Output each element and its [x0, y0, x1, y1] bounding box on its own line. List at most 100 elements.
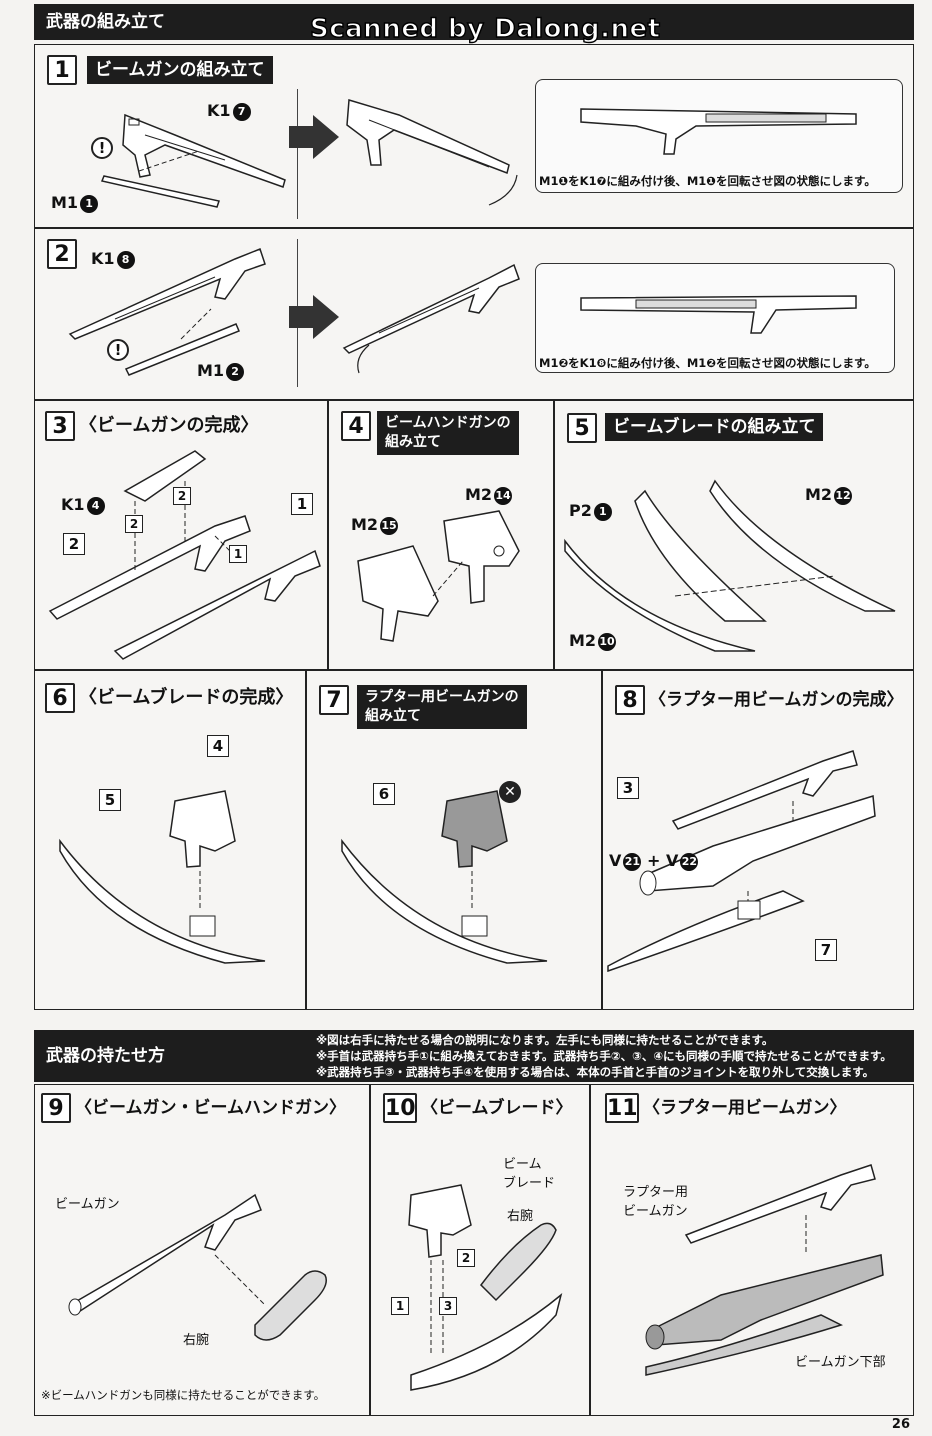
step6-panel: 6 〈ビームブレードの完成〉 4 5 — [34, 670, 306, 1010]
arrow-right-icon — [289, 295, 339, 339]
beam-gun-assembled-2 — [342, 263, 520, 374]
step1-caption: M1❶をK1❼に組み付け後、M1❶を回転させ図の状態にします。 — [539, 174, 876, 188]
ref-step-2: 2 — [63, 533, 85, 555]
section-title: 武器の持たせ方 — [46, 1046, 165, 1066]
page-number: 26 — [891, 1417, 910, 1432]
result-box — [535, 79, 903, 193]
result-box — [535, 263, 895, 373]
handgun-part-m2-15 — [357, 545, 464, 642]
step-title-line2: 組み立て — [385, 434, 441, 450]
note-line: ※手首は武器持ち手①に組み換えておきます。武器持ち手②、③、④にも同様の手順で持… — [316, 1049, 892, 1063]
step-number: 4 — [341, 411, 371, 441]
step-title: 〈ビームガン・ビームハンドガン〉 — [75, 1098, 346, 1118]
order-1: 1 — [229, 545, 247, 563]
ref-step-4: 4 — [207, 735, 229, 757]
blade-completion-drawing — [59, 790, 266, 964]
order-2b: 2 — [173, 487, 191, 505]
beam-gun-rotated-1 — [580, 108, 857, 155]
handgun-part-m2-14 — [443, 510, 520, 604]
step-number: 9 — [41, 1093, 71, 1123]
step-number: 11 — [605, 1093, 639, 1123]
step2-caption: M1❷をK1❽に組み付け後、M1❷を回転させ図の状態にします。 — [539, 356, 876, 370]
step10-panel: 10 〈ビームブレード〉 ビーム ブレード 右腕 1 2 3 — [370, 1084, 590, 1416]
label-beam-gun: ビームガン — [55, 1197, 120, 1212]
raptor-gun-assembly-drawing — [341, 790, 548, 964]
raptor-gun-holding-drawing — [645, 1164, 884, 1376]
ref-step-6: 6 — [373, 783, 395, 805]
order-2a: 2 — [125, 515, 143, 533]
step-title: 〈ラプター用ビームガンの完成〉 — [649, 690, 904, 710]
label-beam-blade: ビーム ブレード — [503, 1157, 556, 1191]
step-title-line1: ビームハンドガンの — [385, 415, 511, 431]
beam-gun-holding-drawing — [68, 1193, 327, 1341]
step-number: 5 — [567, 413, 597, 443]
ref-step-3: 3 — [617, 777, 639, 799]
step-number: 3 — [45, 411, 75, 441]
beam-gun-part-k1-7 — [122, 113, 286, 188]
divider — [297, 89, 298, 219]
step-number: 2 — [47, 239, 77, 269]
beam-gun-part-m1-2 — [124, 308, 240, 376]
step9-panel: 9 〈ビームガン・ビームハンドガン〉 ビームガン 右腕 ※ビームハンドガンも同様… — [34, 1084, 370, 1416]
order-3: 3 — [439, 1297, 457, 1315]
section-header-holding: 武器の持たせ方 — [34, 1030, 914, 1082]
label-right-arm: 右腕 — [507, 1209, 534, 1224]
caution-icon: ! — [91, 137, 113, 159]
arrow-right-icon — [289, 115, 339, 159]
remove-x-icon: ✕ — [499, 781, 521, 803]
section-header-assembly: 武器の組み立て — [34, 4, 914, 40]
beam-gun-assembled-1 — [346, 99, 518, 206]
label-right-arm: 右腕 — [183, 1333, 210, 1348]
beam-gun-part-m1-1 — [100, 150, 220, 208]
step-title-line1: ラプター用ビームガンの — [365, 689, 519, 705]
step-number: 10 — [383, 1093, 417, 1123]
beam-blade-holding-drawing — [408, 1184, 563, 1391]
raptor-gun-completion-drawing — [607, 750, 876, 973]
step7-panel: 7 ラプター用ビームガンの 組み立て ✕ 6 — [306, 670, 602, 1010]
order-2: 2 — [457, 1249, 475, 1267]
notes: ※図は右手に持たせる場合の説明になります。左手にも同様に持たせることができます。… — [316, 1032, 892, 1080]
blade-parts-drawing — [564, 479, 896, 652]
beam-gun-rotated-2 — [580, 295, 857, 334]
footnote: ※ビームハンドガンも同様に持たせることができます。 — [41, 1388, 326, 1402]
beam-gun-part-k1-8 — [68, 248, 266, 340]
step-title: ビームガンの組み立て — [87, 56, 273, 84]
step-title: 〈ビームブレード〉 — [421, 1098, 573, 1118]
ref-step-5: 5 — [99, 789, 121, 811]
ref-step-7: 7 — [815, 939, 837, 961]
step-title: ビームブレードの組み立て — [605, 413, 824, 441]
beam-gun-completion-drawing — [48, 450, 321, 660]
label-raptor-gun: ラプター用 ビームガン — [623, 1185, 689, 1219]
label-gun-lower: ビームガン下部 — [795, 1355, 886, 1370]
step11-panel: 11 〈ラプター用ビームガン〉 ラプター用 ビームガン ビームガン下部 — [590, 1084, 914, 1416]
step-title: ラプター用ビームガンの 組み立て — [357, 685, 527, 729]
step-number: 8 — [615, 685, 645, 715]
ref-step-1: 1 — [291, 493, 313, 515]
note-line: ※図は右手に持たせる場合の説明になります。左手にも同様に持たせることができます。 — [316, 1033, 774, 1047]
step-title: 〈ラプター用ビームガン〉 — [643, 1098, 847, 1118]
note-line: ※武器持ち手③・武器持ち手④を使用する場合は、本体の手首と手首のジョイントを取り… — [316, 1065, 875, 1079]
step-title: 〈ビームガンの完成〉 — [79, 415, 259, 436]
watermark: Scanned by Dalong.net — [309, 13, 661, 44]
step-title: ビームハンドガンの 組み立て — [377, 411, 519, 455]
step-title-line2: 組み立て — [365, 708, 421, 724]
caution-icon: ! — [107, 339, 129, 361]
step-number: 1 — [47, 55, 77, 85]
section-title: 武器の組み立て — [46, 12, 165, 32]
step-number: 6 — [45, 683, 75, 713]
